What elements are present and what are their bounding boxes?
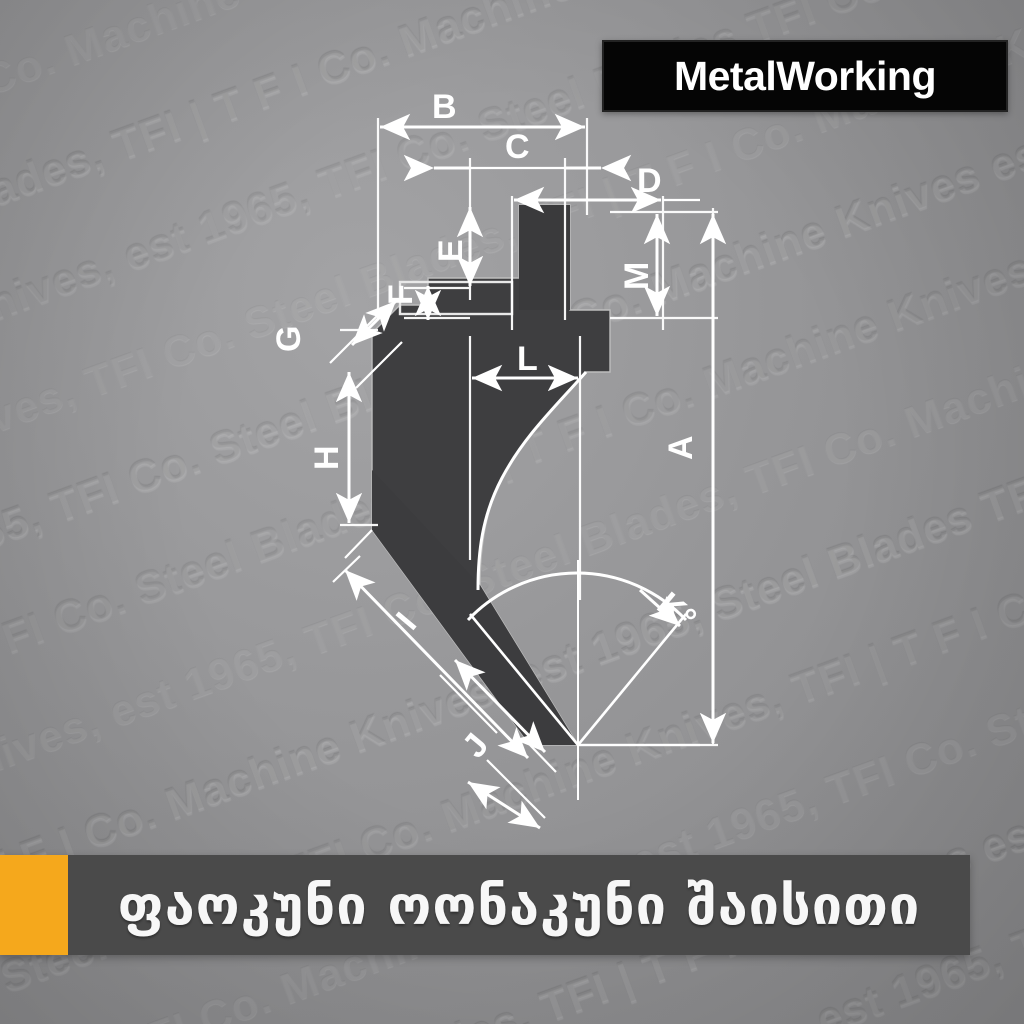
dimension-M: M: [618, 214, 671, 316]
dimension-B: B: [380, 88, 585, 141]
dimension-label-C: C: [505, 128, 530, 166]
dimension-label-J: J: [455, 726, 496, 765]
dimension-label-H: H: [308, 445, 346, 470]
dimension-F: F: [382, 284, 442, 320]
dimension-label-F: F: [382, 284, 420, 305]
punch-shank: [519, 205, 570, 310]
dimension-label-D: D: [637, 162, 662, 200]
dimension-label-K: K°: [650, 585, 704, 639]
dimension-L: L: [472, 340, 578, 392]
dimension-E: E: [432, 207, 484, 286]
badge-label: MetalWorking: [673, 52, 937, 99]
caption-text: ფაოკუნი ოონაკუნი შაისითი: [117, 873, 921, 937]
dimension-C: C: [403, 128, 632, 182]
dimension-H: H: [308, 372, 363, 523]
dimension-label-L: L: [517, 340, 538, 378]
dimension-label-B: B: [432, 88, 457, 126]
dimension-label-M: M: [618, 262, 656, 290]
dimension-A: A: [662, 214, 727, 743]
dimension-label-G: G: [270, 326, 308, 352]
banner-accent-block: [0, 855, 68, 955]
dimension-G: G: [270, 299, 403, 389]
relief-curve: [476, 371, 588, 591]
dimension-label-A: A: [662, 435, 700, 460]
caption-banner: ფაოკუნი ოონაკუნი შაისითი: [0, 855, 970, 955]
metalworking-badge: MetalWorking: [602, 40, 1008, 112]
dimension-label-E: E: [432, 239, 470, 262]
dimension-D: D: [514, 162, 700, 214]
banner-body: ფაოკუნი ოონაკუნი შაისითი: [68, 855, 970, 955]
